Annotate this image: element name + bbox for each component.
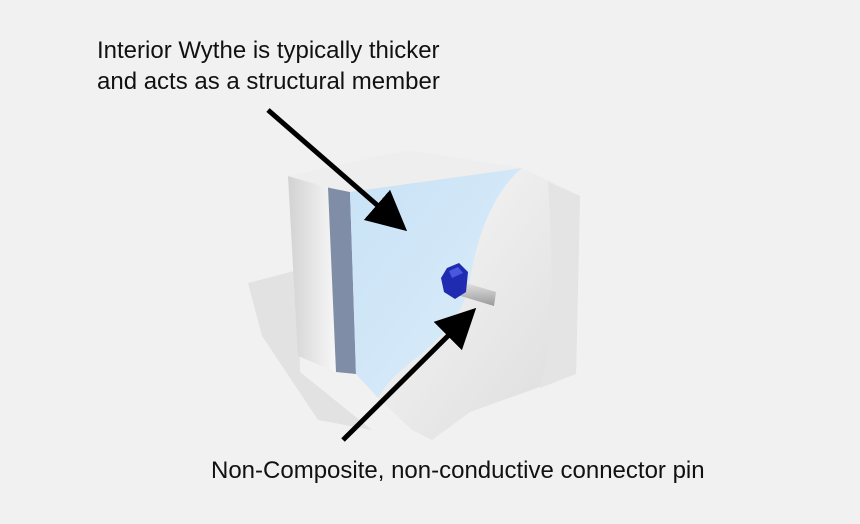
floor-shadow — [248, 270, 372, 430]
callout-line: Interior Wythe is typically thicker — [97, 37, 440, 64]
exterior-wythe-left — [288, 176, 336, 372]
exterior-wythe-side — [540, 182, 580, 388]
top-surface — [288, 150, 580, 196]
callout-line: Non-Composite, non-conductive connector … — [211, 457, 705, 484]
interior-wythe-callout: Interior Wythe is typically thicker and … — [97, 35, 440, 97]
exterior-wythe-curved — [378, 168, 580, 440]
connector-cap-highlight — [449, 267, 463, 278]
arrow-icon — [341, 307, 477, 442]
arrow-icon — [266, 108, 408, 232]
callout-line: and acts as a structural member — [97, 68, 440, 95]
connector-pin-callout: Non-Composite, non-conductive connector … — [211, 455, 705, 486]
insulation-layer — [328, 187, 356, 374]
